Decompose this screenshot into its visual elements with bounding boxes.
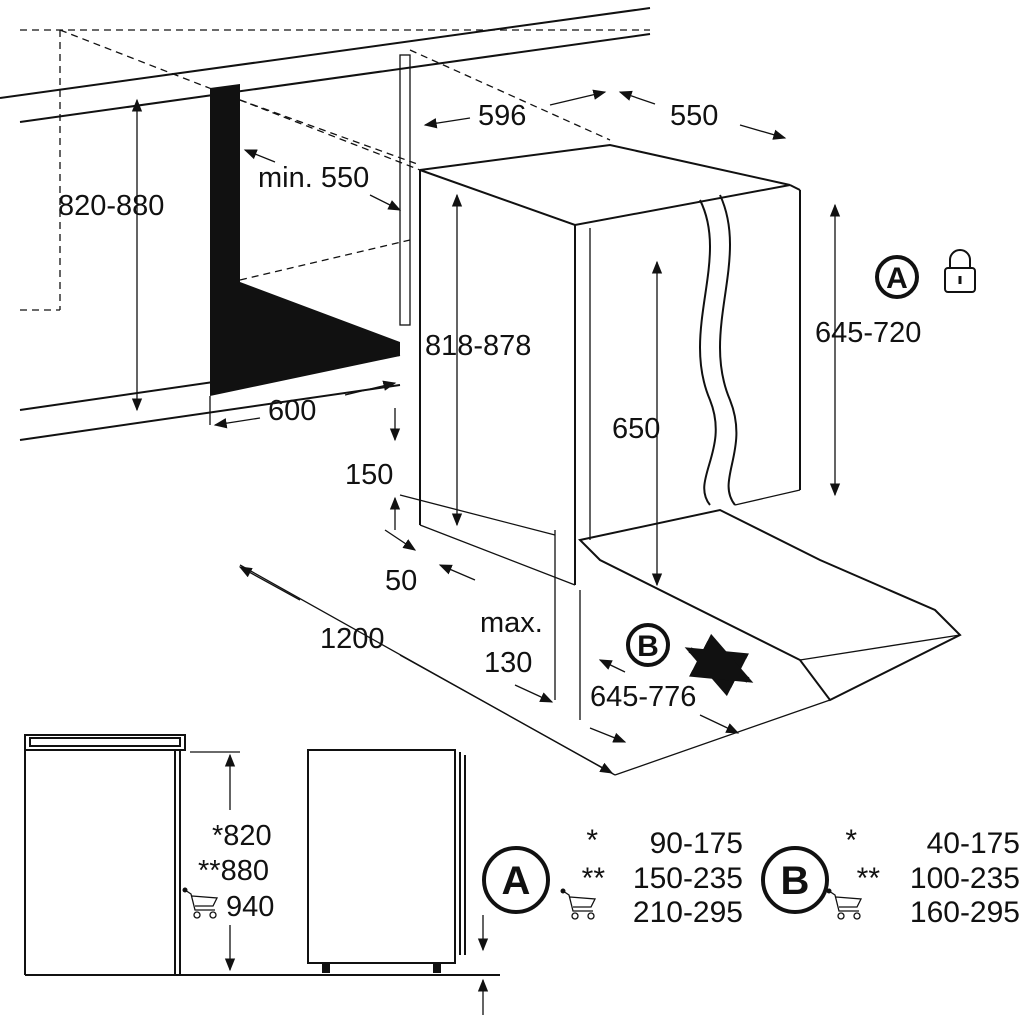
svg-text:*: * — [586, 824, 598, 857]
niche-height-label: 820-880 — [58, 190, 164, 222]
lock-icon — [944, 249, 976, 293]
svg-text:160-295: 160-295 — [910, 896, 1020, 929]
panel-height-label: 645-720 — [815, 317, 921, 349]
max-label: max. — [480, 607, 543, 639]
min-depth-label: min. 550 — [258, 162, 369, 194]
table-a: A * 90-175 ** 150-235 210-295 — [482, 824, 743, 929]
svg-text:A: A — [502, 859, 531, 903]
dishwasher-body — [399, 143, 962, 702]
marker-b: B — [626, 623, 670, 667]
svg-text:*: * — [845, 824, 857, 857]
width-label: 596 — [478, 100, 526, 132]
door-height-label: 650 — [612, 413, 660, 445]
niche-opening — [210, 84, 400, 396]
floor-lines — [239, 564, 831, 776]
marker-a: A — [875, 255, 919, 299]
svg-text:90-175: 90-175 — [650, 827, 743, 860]
appliance-height-label: 818-878 — [425, 330, 531, 362]
side-height-2: **880 — [198, 855, 269, 887]
plinth-offset-label: 50 — [385, 565, 417, 597]
plinth-height-label: 150 — [345, 459, 393, 491]
svg-text:**: ** — [582, 862, 606, 895]
side-height-1: *820 — [212, 820, 272, 852]
svg-text:150-235: 150-235 — [633, 862, 743, 895]
svg-text:100-235: 100-235 — [910, 862, 1020, 895]
svg-text:210-295: 210-295 — [633, 896, 743, 929]
svg-text:B: B — [781, 859, 810, 903]
max-value-label: 130 — [484, 647, 532, 679]
niche-width-label: 600 — [268, 395, 316, 427]
svg-text:A: A — [886, 262, 908, 295]
side-height-3: 940 — [226, 891, 274, 923]
svg-text:**: ** — [857, 862, 881, 895]
svg-text:B: B — [637, 630, 659, 663]
dimension-arrows — [131, 89, 841, 774]
worktop — [0, 7, 651, 441]
side-view-appliance — [25, 749, 500, 1015]
cart-icon — [181, 886, 218, 919]
door-clearance-label: 1200 — [320, 623, 385, 655]
panel-b-range-label: 645-776 — [590, 681, 696, 713]
svg-text:40-175: 40-175 — [927, 827, 1020, 860]
depth-label: 550 — [670, 100, 718, 132]
table-b: B * 40-175 ** 100-235 160-295 — [761, 824, 1020, 929]
